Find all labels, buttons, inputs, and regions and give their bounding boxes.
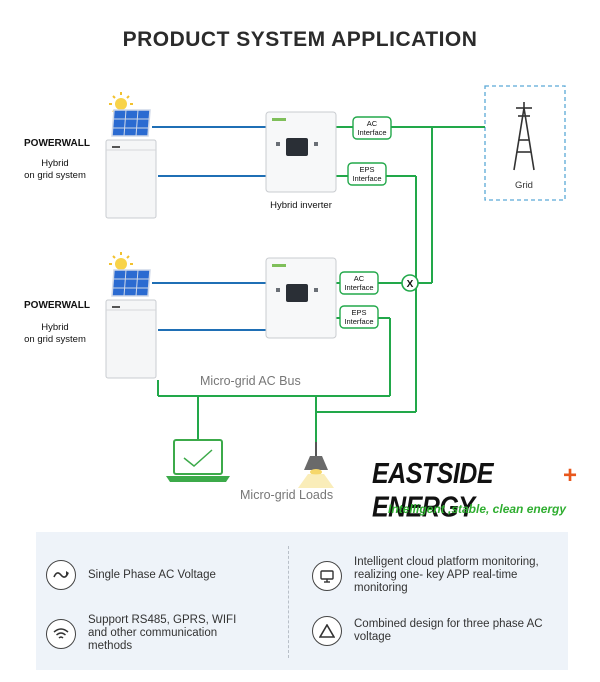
- svg-text:Interface: Interface: [352, 174, 381, 183]
- lower-inverter: [265, 257, 337, 339]
- lower-eps-interface: EPS Interface: [339, 305, 379, 329]
- upper-sun-icon-2: [109, 252, 133, 270]
- svg-text:Interface: Interface: [357, 128, 386, 137]
- feature-cloud: Intelligent cloud platform monitoring, r…: [312, 556, 562, 595]
- features-panel: [36, 532, 568, 670]
- system-1-desc-line1: Hybrid: [41, 158, 69, 169]
- svg-text:Interface: Interface: [344, 317, 373, 326]
- loads-label: Micro-grid Loads: [240, 488, 334, 502]
- lower-solar-panel-icon: [111, 269, 151, 297]
- feature-communication: Support RS485, GPRS, WIFI and other comm…: [46, 614, 276, 653]
- brand-plus-icon: +: [563, 462, 578, 489]
- feature-voltage-text: Single Phase AC Voltage: [88, 568, 216, 581]
- features-divider: [288, 546, 289, 658]
- system-2-desc-line1: Hybrid: [41, 322, 69, 333]
- system-1-desc: Hybrid on grid system: [18, 158, 92, 182]
- micro-grid-bus: [157, 380, 416, 442]
- upper-eps-interface: EPS Interface: [347, 162, 387, 186]
- ac-switch: [401, 274, 419, 292]
- upper-inverter: [265, 111, 337, 193]
- bus-label: Micro-grid AC Bus: [200, 374, 301, 388]
- cloud-monitor-icon: [312, 560, 342, 591]
- system-2-name: POWERWALL: [24, 300, 90, 311]
- feature-cloud-text: Intelligent cloud platform monitoring, r…: [354, 556, 539, 594]
- lamp-icon: [298, 442, 334, 488]
- svg-text:EPS: EPS: [359, 165, 374, 174]
- system-2-desc: Hybrid on grid system: [18, 322, 92, 346]
- lower-battery-unit: [105, 299, 157, 379]
- laptop-icon: [166, 439, 230, 482]
- svg-text:AC: AC: [367, 119, 378, 128]
- feature-three-phase: Combined design for three phase AC volta…: [312, 616, 562, 646]
- switch-symbol: X: [407, 279, 414, 290]
- voltage-wave-icon: [46, 560, 76, 590]
- upper-solar-panel-icon: [111, 109, 151, 137]
- brand-name: EASTSIDE ENERGY: [372, 457, 494, 524]
- wifi-icon: [46, 618, 76, 649]
- upper-ac-interface: AC Interface: [352, 116, 392, 140]
- feature-communication-text: Support RS485, GPRS, WIFI and other comm…: [88, 614, 237, 652]
- page-title: PRODUCT SYSTEM APPLICATION: [122, 28, 478, 51]
- system-2-desc-line2: on grid system: [24, 334, 86, 345]
- brand-tagline: Intelligent ,stable, clean energy: [388, 502, 567, 516]
- system-diagram: X AC Interface EPS Interface AC Interfac…: [105, 85, 566, 488]
- feature-voltage: Single Phase AC Voltage: [46, 560, 276, 590]
- grid-tower-icon: [513, 102, 535, 171]
- lower-dc-lines: [152, 282, 266, 331]
- upper-sun-icon: [109, 92, 133, 113]
- upper-battery-unit: [105, 139, 157, 219]
- grid-box: [484, 85, 566, 201]
- system-1-desc-line2: on grid system: [24, 170, 86, 181]
- triangle-icon: [312, 616, 342, 646]
- lower-ac-interface: AC Interface: [339, 271, 379, 295]
- upper-dc-lines: [152, 126, 266, 177]
- svg-text:Interface: Interface: [344, 283, 373, 292]
- svg-text:EPS: EPS: [351, 308, 366, 317]
- grid-label: Grid: [515, 180, 533, 191]
- feature-three-phase-text: Combined design for three phase AC volta…: [354, 618, 543, 643]
- inverter-label: Hybrid inverter: [270, 200, 332, 211]
- svg-text:AC: AC: [354, 274, 365, 283]
- system-1-name: POWERWALL: [24, 138, 90, 149]
